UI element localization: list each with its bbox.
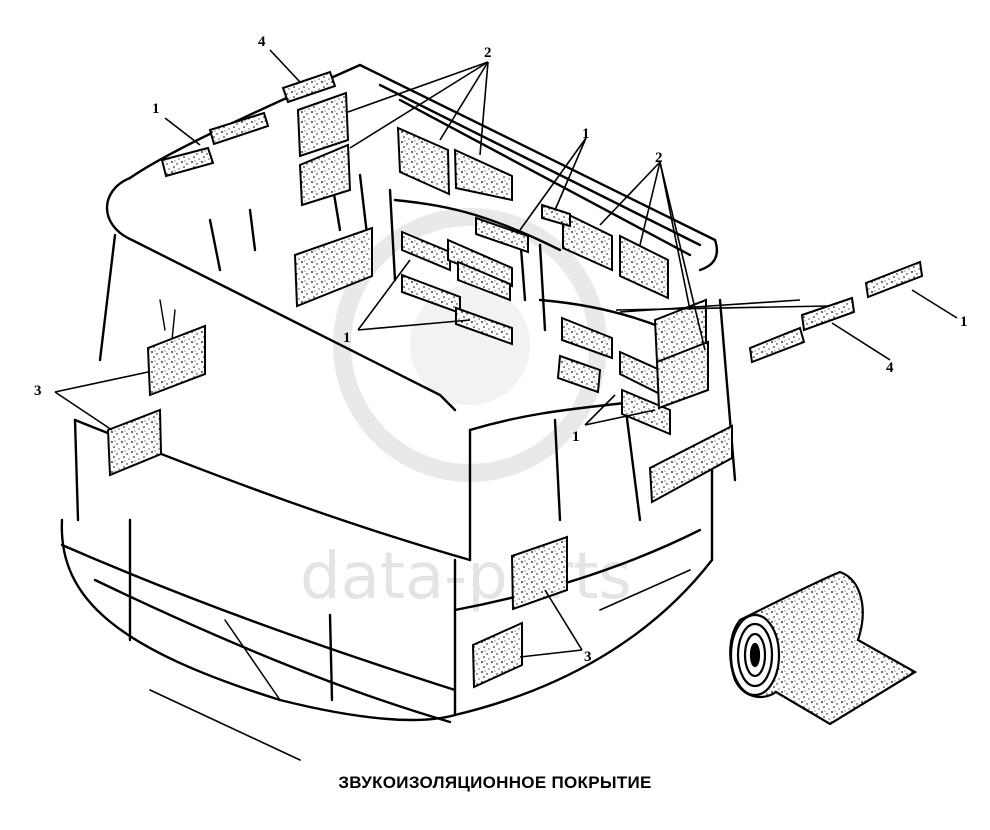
panel-top-strip-4 <box>281 70 337 104</box>
panel-mid-strip-1 <box>475 216 529 254</box>
callout-1-inner: 1 <box>343 330 351 346</box>
insulation-panels <box>106 70 924 689</box>
panel-loose-1 <box>864 260 924 299</box>
callout-labels: 1 4 2 1 2 1 1 1 4 3 3 <box>34 34 968 665</box>
panel-right-lower <box>648 424 733 504</box>
callout-1-rear: 1 <box>582 126 590 142</box>
insulation-roll <box>729 570 918 726</box>
leader-lines <box>54 49 958 658</box>
panel-rear-2 <box>453 148 513 202</box>
panel-top-strip-1 <box>160 146 215 178</box>
panel-side-3 <box>619 350 661 396</box>
panel-left-wall <box>293 226 373 308</box>
callout-2-rear: 2 <box>655 150 663 166</box>
panel-rear-4 <box>619 234 669 300</box>
callout-4-top: 4 <box>258 34 266 50</box>
callout-1-loose: 1 <box>960 314 968 330</box>
panel-front-upper-left <box>146 324 206 397</box>
panel-roof-left-2 <box>298 143 352 207</box>
panel-rear-1 <box>396 126 451 196</box>
panel-inner-2 <box>447 238 513 288</box>
callout-3-front: 3 <box>584 649 592 665</box>
diagram-caption: ЗВУКОИЗОЛЯЦИОННОЕ ПОКРЫТИЕ <box>338 773 652 792</box>
callout-3-left: 3 <box>34 383 42 399</box>
panel-loose-2 <box>800 296 856 332</box>
panel-side-2 <box>556 354 602 394</box>
callout-4-loose: 4 <box>886 360 894 376</box>
panel-roof-left-1 <box>296 91 350 158</box>
panel-inner-5 <box>455 306 513 346</box>
panel-front-right-1 <box>510 535 568 611</box>
panel-top-strip-2 <box>208 111 270 146</box>
panel-mid-strip-2 <box>541 203 571 228</box>
panel-loose-3 <box>748 326 806 364</box>
panel-side-1 <box>561 316 613 360</box>
panel-inner-1 <box>401 230 451 272</box>
watermark-text: data-parts <box>300 540 632 614</box>
panel-front-lower-left <box>106 408 163 477</box>
callout-1-side: 1 <box>572 429 580 445</box>
panel-front-right-2 <box>471 621 523 689</box>
callout-1-top-left: 1 <box>152 101 160 117</box>
callout-2-top: 2 <box>484 45 492 61</box>
panel-inner-3 <box>457 260 511 302</box>
panel-rear-3 <box>562 210 613 272</box>
panel-side-6 <box>655 340 709 410</box>
